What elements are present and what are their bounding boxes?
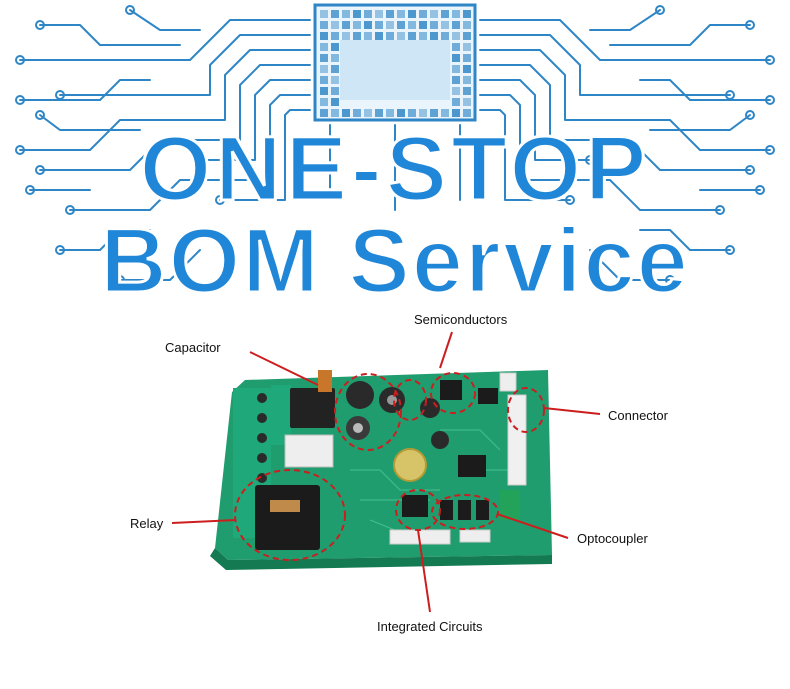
chip-cell	[441, 109, 449, 117]
chip-cell	[419, 10, 427, 18]
chip-cell	[364, 32, 372, 40]
chip-cell	[463, 10, 471, 18]
chip-cell	[353, 21, 361, 29]
pcb-board	[210, 370, 552, 570]
banner-line-2: BOM Service	[100, 210, 690, 312]
chip-cell	[463, 87, 471, 95]
callout-capacitor: Capacitor	[165, 340, 221, 355]
chip-cell	[408, 10, 416, 18]
chip-cell	[375, 32, 383, 40]
chip-cell	[331, 54, 339, 62]
chip-cell	[408, 21, 416, 29]
chip-cell	[397, 21, 405, 29]
chip-cell	[452, 43, 460, 51]
chip-cell	[452, 32, 460, 40]
chip-cell	[452, 54, 460, 62]
chip-cell	[463, 76, 471, 84]
chip-cell	[397, 10, 405, 18]
chip-cell	[331, 109, 339, 117]
chip-cell	[430, 109, 438, 117]
chip-cell	[342, 21, 350, 29]
chip-cell	[331, 87, 339, 95]
chip-cell	[452, 65, 460, 73]
chip-cell	[320, 54, 328, 62]
leader-lines	[171, 331, 601, 613]
chip-cell	[452, 87, 460, 95]
chip-cell	[331, 98, 339, 106]
chip-cell	[463, 54, 471, 62]
chip-cell	[463, 21, 471, 29]
chip-icon	[313, 3, 477, 122]
callout-integrated-circuits: Integrated Circuits	[377, 619, 483, 634]
callout-semiconductors: Semiconductors	[414, 312, 508, 327]
ic-component	[402, 495, 428, 517]
chip-cell	[419, 21, 427, 29]
chip-cell	[342, 10, 350, 18]
chip-cell	[320, 21, 328, 29]
chip-cell	[463, 109, 471, 117]
chip-cell	[463, 43, 471, 51]
chip-cell	[364, 10, 372, 18]
chip-cell	[386, 10, 394, 18]
chip-cell	[463, 98, 471, 106]
chip-cell	[320, 109, 328, 117]
chip-cell	[452, 10, 460, 18]
chip-cell	[419, 32, 427, 40]
chip-cell	[353, 32, 361, 40]
chip-cell	[441, 10, 449, 18]
chip-cell	[320, 98, 328, 106]
chip-cell	[408, 32, 416, 40]
callout-relay: Relay	[130, 516, 164, 531]
chip-cell	[375, 21, 383, 29]
chip-cell	[320, 10, 328, 18]
chip-cell	[452, 98, 460, 106]
chip-cell	[320, 32, 328, 40]
chip-cell	[320, 65, 328, 73]
chip-cell	[353, 10, 361, 18]
chip-cell	[463, 32, 471, 40]
relay-component	[255, 485, 320, 550]
chip-cell	[320, 43, 328, 51]
circuit-traces	[19, 9, 771, 281]
chip-cell	[386, 109, 394, 117]
chip-cell	[441, 32, 449, 40]
chip-cell	[375, 109, 383, 117]
chip-cell	[320, 87, 328, 95]
chip-cell	[397, 109, 405, 117]
chip-cell	[386, 21, 394, 29]
chip-cell	[331, 10, 339, 18]
chip-cell	[342, 32, 350, 40]
chip-cell	[375, 10, 383, 18]
connector-component	[507, 394, 527, 486]
chip-cell	[430, 32, 438, 40]
banner-line-1: ONE-STOP	[140, 118, 651, 220]
chip-cell	[386, 32, 394, 40]
optocoupler-component	[440, 500, 489, 520]
chip-cell	[441, 21, 449, 29]
chip-cell	[452, 21, 460, 29]
chip-cell	[342, 109, 350, 117]
trace-pads	[15, 5, 775, 285]
chip-cell	[364, 21, 372, 29]
chip-cell	[331, 43, 339, 51]
chip-cell	[419, 109, 427, 117]
chip-cell	[430, 21, 438, 29]
chip-cell	[331, 65, 339, 73]
chip-cell	[452, 76, 460, 84]
callout-connector: Connector	[608, 408, 668, 423]
chip-cell	[353, 109, 361, 117]
chip-cell	[463, 65, 471, 73]
chip-cell	[408, 109, 416, 117]
chip-cell	[331, 76, 339, 84]
chip-cell	[320, 76, 328, 84]
chip-cell	[452, 109, 460, 117]
callout-optocoupler: Optocoupler	[577, 531, 648, 546]
chip-cell	[364, 109, 372, 117]
chip-cell	[331, 21, 339, 29]
chip-cell	[331, 32, 339, 40]
chip-cell	[397, 32, 405, 40]
chip-cell	[430, 10, 438, 18]
